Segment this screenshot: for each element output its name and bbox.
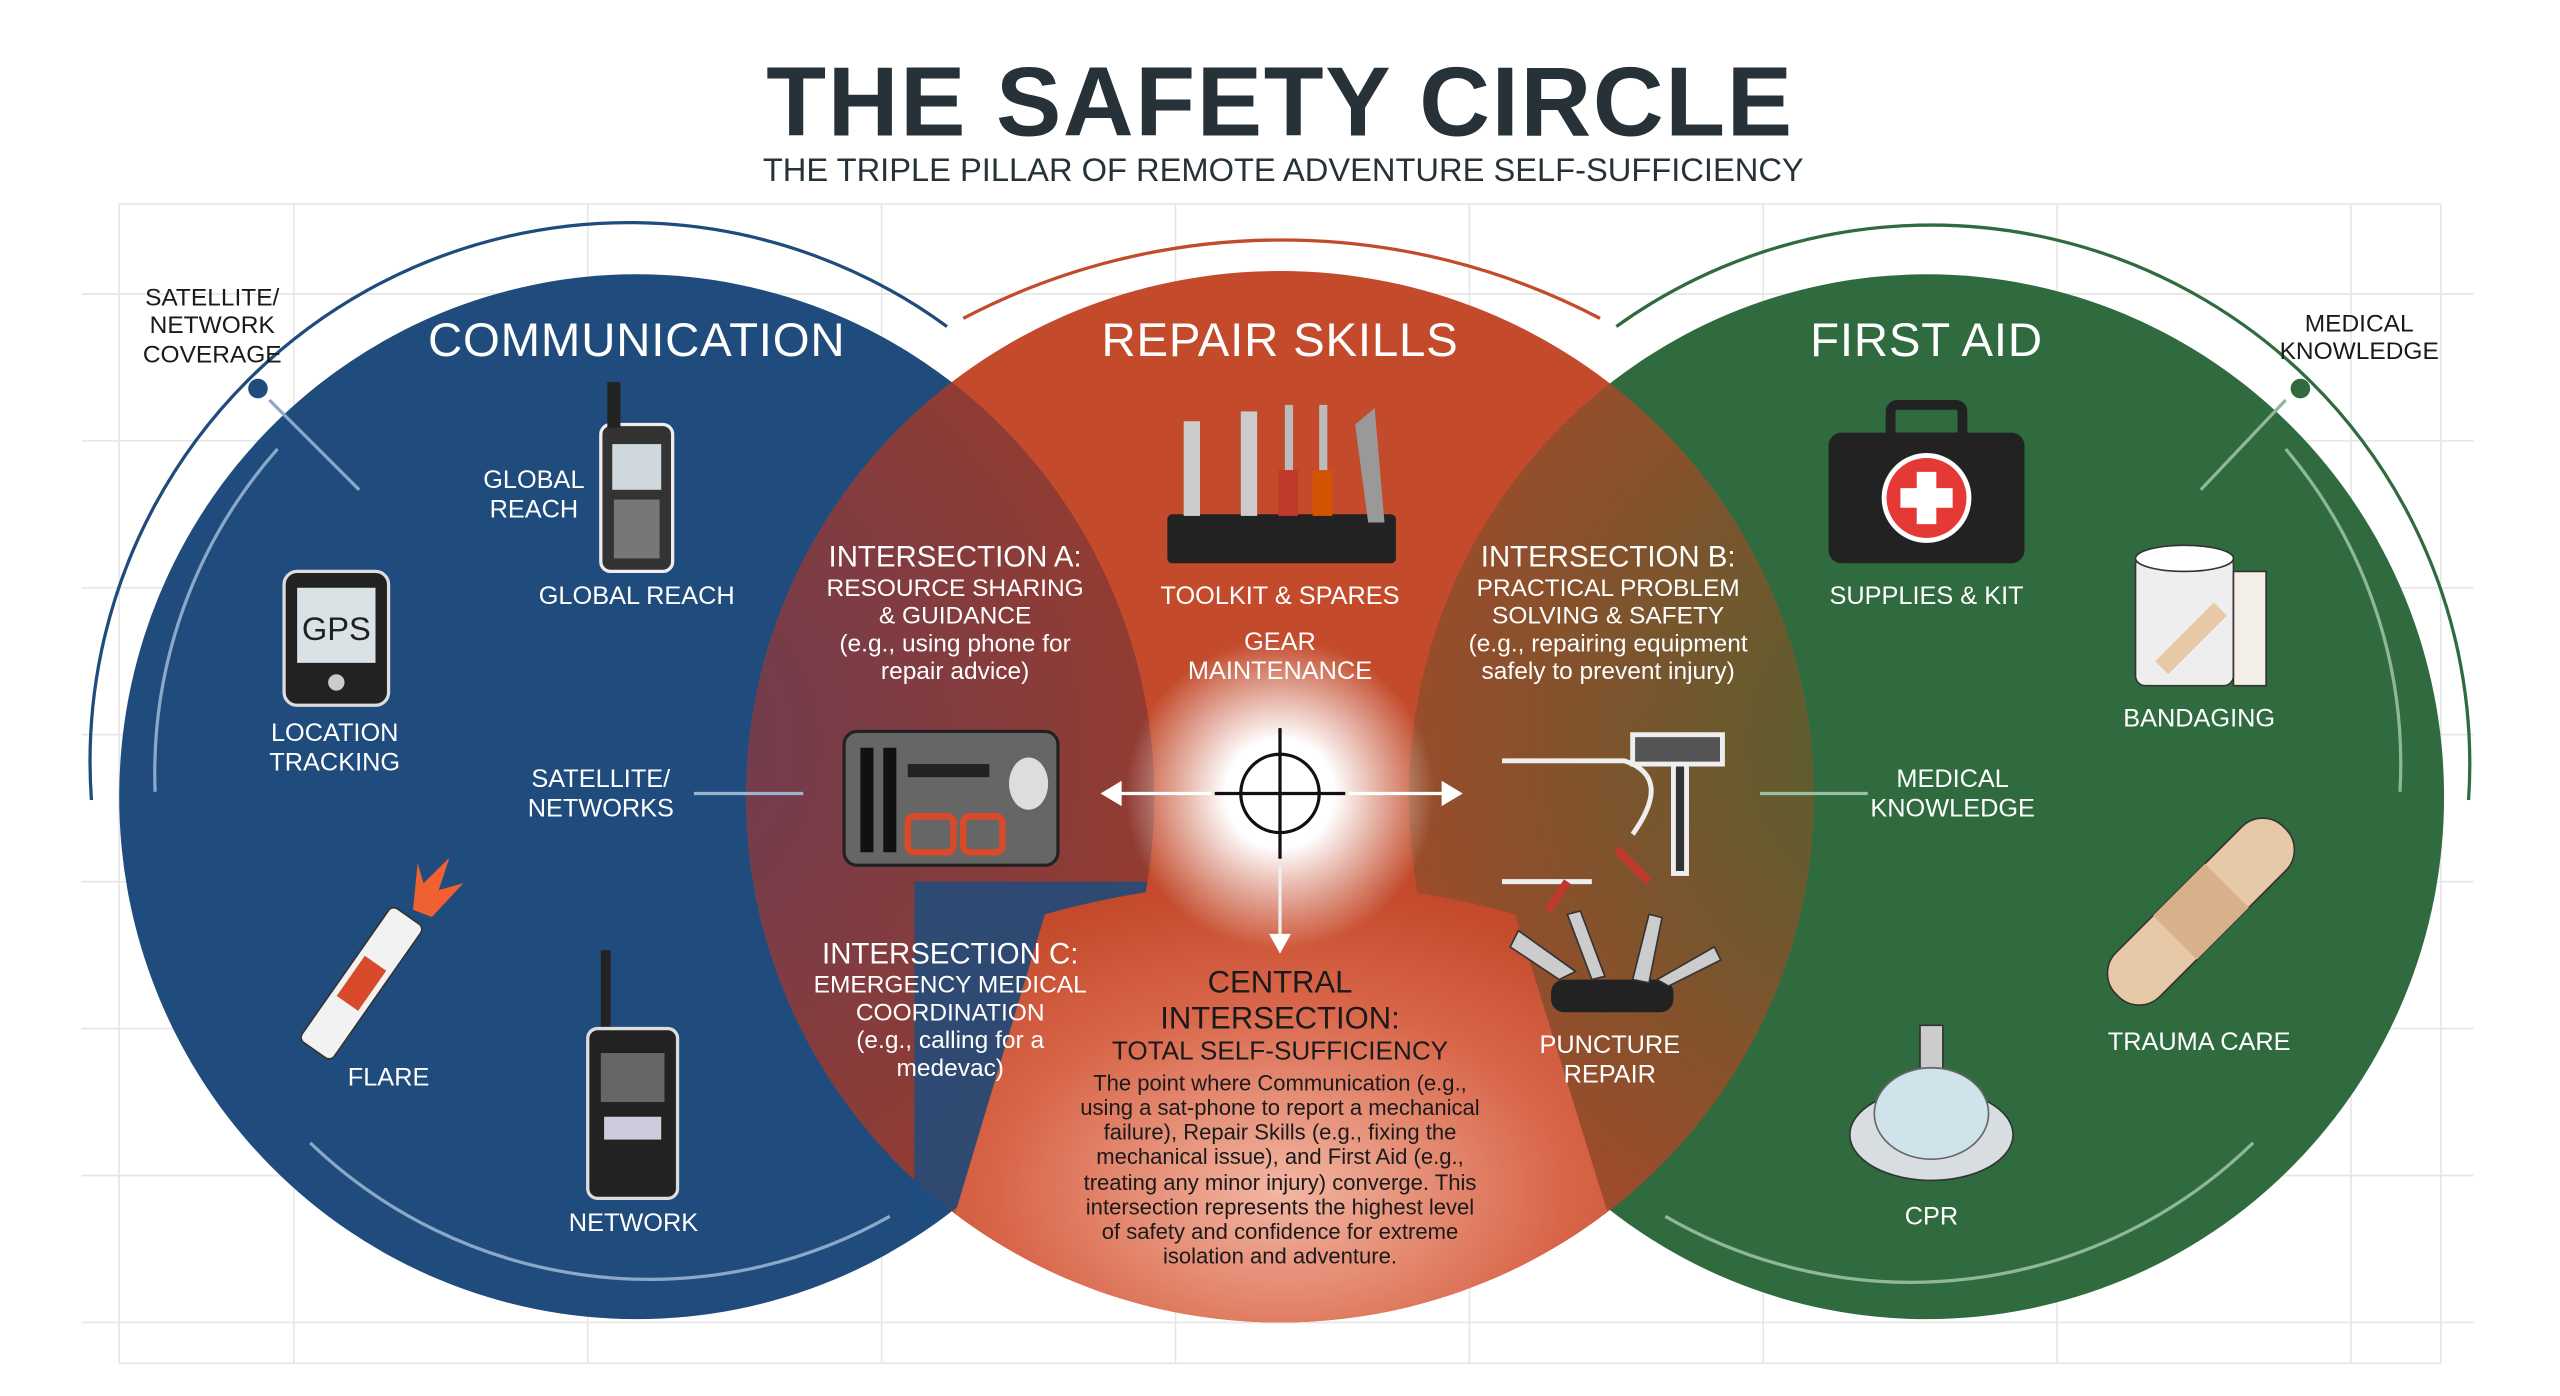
label-line: MAINTENANCE xyxy=(1187,657,1373,686)
label-line: PUNCTURE xyxy=(1539,1031,1681,1060)
repair-kit-icon xyxy=(842,729,1060,867)
label-line: NETWORK xyxy=(149,312,275,340)
central-subtitle: TOTAL SELF-SUFFICIENCY xyxy=(1111,1037,1449,1066)
label-line: SATELLITE/ xyxy=(145,284,280,312)
label-line: PRACTICAL PROBLEM xyxy=(1476,574,1740,602)
adhesive-bandage-icon xyxy=(2106,817,2296,1006)
gps-label: GPS xyxy=(302,610,371,647)
outer-node-right xyxy=(2290,378,2311,399)
central-title-line: INTERSECTION: xyxy=(1160,1002,1400,1037)
label-line: medevac) xyxy=(896,1055,1004,1084)
center-arrows xyxy=(693,780,1868,954)
label-line: MEDICAL xyxy=(2304,310,2414,338)
label-line: GLOBAL xyxy=(483,466,585,495)
cpr-mask-icon xyxy=(1848,1024,2014,1182)
crosshair-icon xyxy=(1214,728,1346,859)
label-line: EMERGENCY MEDICAL xyxy=(813,970,1087,999)
communication-header: COMMUNICATION xyxy=(428,315,846,368)
page-title: THE SAFETY CIRCLE xyxy=(766,47,1794,157)
toolkit-label: TOOLKIT & SPARES xyxy=(1160,582,1400,611)
intersection-a-lens xyxy=(746,274,1155,1320)
central-region xyxy=(946,881,1617,1323)
first-aid-header: FIRST AID xyxy=(1810,315,2043,368)
trauma-care-label: TRAUMA CARE xyxy=(2107,1028,2291,1057)
label-line: COORDINATION xyxy=(855,999,1045,1027)
intersection-b-title: INTERSECTION B: xyxy=(1480,540,1736,574)
chain-tool-icon xyxy=(1502,732,1725,914)
intersection-b-lens xyxy=(1408,274,1814,1320)
label-line: (e.g., calling for a xyxy=(856,1027,1045,1055)
label-line: COVERAGE xyxy=(142,340,282,369)
label-line: REACH xyxy=(489,496,579,524)
label-line: (e.g., repairing equipment xyxy=(1468,630,1748,659)
label-line: RESOURCE SHARING xyxy=(826,574,1084,602)
label-line: SOLVING & SAFETY xyxy=(1492,602,1725,631)
label-line: GEAR xyxy=(1244,628,1316,657)
outer-arcs xyxy=(88,220,2472,1284)
outer-node-left xyxy=(248,378,268,399)
multitool-icon xyxy=(1509,910,1722,1013)
satellite-networks-label: SATELLITE/NETWORKS xyxy=(528,766,674,824)
repair-skills-header: REPAIR SKILLS xyxy=(1101,315,1459,368)
label-line: LOCATION xyxy=(270,719,399,748)
network-label: NETWORK xyxy=(568,1209,699,1238)
flare-icon xyxy=(300,857,464,1060)
intersection-c-title: INTERSECTION C: xyxy=(822,937,1079,970)
central-description: The point where Communication (e.g., usi… xyxy=(1080,1071,1480,1269)
label-line: MEDICAL xyxy=(1896,765,2009,794)
label-line: & GUIDANCE xyxy=(878,602,1032,631)
label-line: KNOWLEDGE xyxy=(2279,338,2439,367)
bandaging-label: BANDAGING xyxy=(2123,705,2276,734)
intersection-a-title: INTERSECTION A: xyxy=(828,540,1082,574)
handheld-radio-icon xyxy=(586,950,680,1200)
label-line: TRACKING xyxy=(269,749,401,777)
cpr-label: CPR xyxy=(1904,1203,1959,1232)
label-line: safely to prevent injury) xyxy=(1481,658,1735,687)
label-line: REPAIR xyxy=(1563,1060,1656,1089)
first-aid-kit-icon xyxy=(1828,399,2025,564)
satellite-phone-icon xyxy=(599,382,675,574)
central-intersection-text: CENTRAL INTERSECTION: TOTAL SELF-SUFFICI… xyxy=(1076,967,1484,1269)
label-line: repair advice) xyxy=(880,658,1030,687)
bandage-roll-icon xyxy=(2134,544,2267,687)
gps-device-icon: GPS xyxy=(282,569,391,707)
global-reach-label: GLOBAL REACH xyxy=(538,582,735,611)
intersection-a-text: INTERSECTION A:RESOURCE SHARING& GUIDANC… xyxy=(827,540,1084,686)
label-line: (e.g., using phone for xyxy=(839,630,1071,659)
supplies-kit-label: SUPPLIES & KIT xyxy=(1829,582,2024,611)
page-subtitle: THE TRIPLE PILLAR OF REMOTE ADVENTURE SE… xyxy=(762,153,1804,190)
label-line: NETWORKS xyxy=(527,794,674,823)
label-line: KNOWLEDGE xyxy=(1870,794,2035,823)
flare-label: FLARE xyxy=(347,1064,430,1093)
toolkit-icon xyxy=(1167,404,1396,564)
central-title-line: CENTRAL xyxy=(1207,966,1353,1001)
label-line: SATELLITE/ xyxy=(531,765,671,794)
